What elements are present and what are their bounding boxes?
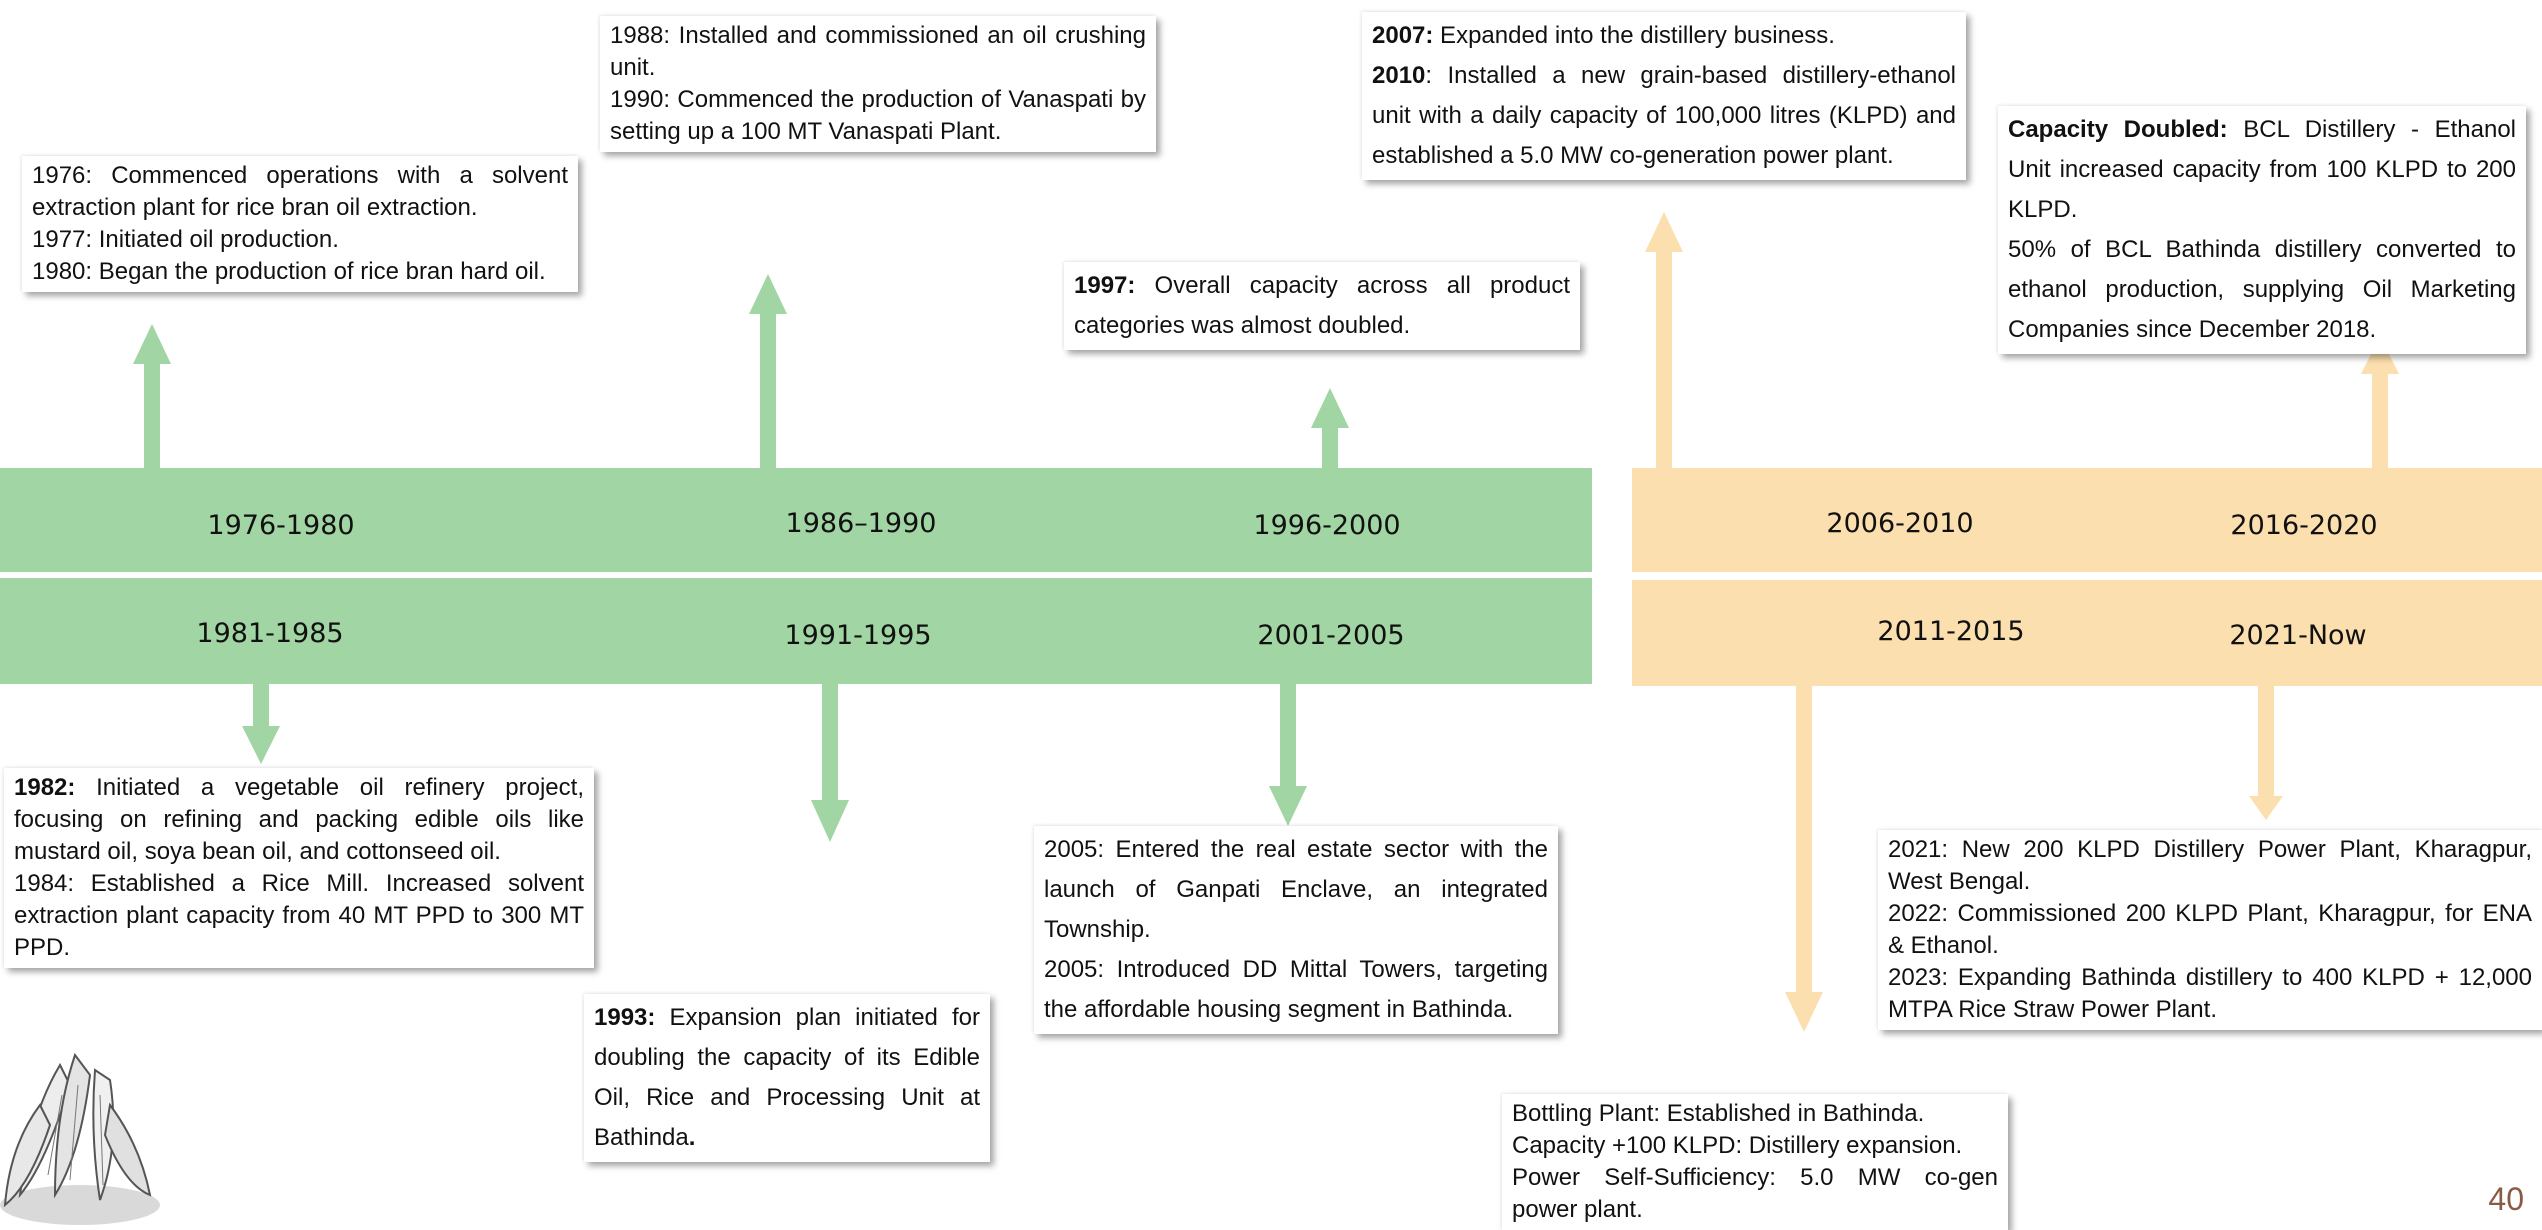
arrow-up-icon xyxy=(1311,388,1349,428)
period-label: 1986–1990 xyxy=(785,508,937,539)
period-label: 1996-2000 xyxy=(1253,510,1401,541)
milestone-text: Power Self-Sufficiency: 5.0 MW co-gen po… xyxy=(1512,1164,1998,1223)
page-number: 40 xyxy=(2488,1181,2524,1217)
arrow-down-icon xyxy=(811,800,849,842)
corn-illustration-icon xyxy=(0,1052,160,1225)
milestone-1976-box: 1976: Commenced operations with a solven… xyxy=(22,156,578,292)
year-label: 1982: xyxy=(14,774,76,801)
year-label: 2005 xyxy=(1044,956,1098,983)
arrow-down-icon xyxy=(1796,686,1812,994)
milestone-1997-box: 1997: Overall capacity across all produc… xyxy=(1064,262,1580,350)
milestone-2011-box: Bottling Plant: Established in Bathinda.… xyxy=(1502,1094,2008,1230)
period-label: 1981-1985 xyxy=(196,618,344,649)
year-label: 1976 xyxy=(32,162,86,189)
milestone-text: BCL Distillery - Ethanol Unit increased … xyxy=(2008,116,2516,223)
milestone-text: Expansion plan initiated for doubling th… xyxy=(594,1004,980,1151)
arrow-down-icon xyxy=(242,726,280,764)
arrow-up-icon xyxy=(133,324,171,364)
period-label: 1976-1980 xyxy=(207,510,355,541)
year-label: 1988 xyxy=(610,22,664,49)
milestone-text: : Entered the real estate sector with th… xyxy=(1044,836,1548,943)
milestone-text: : Introduced DD Mittal Towers, targeting… xyxy=(1044,956,1548,1023)
milestone-text: Capacity +100 KLPD: Distillery expansion… xyxy=(1512,1132,1963,1159)
milestone-text: : Established a Rice Mill. Increased sol… xyxy=(14,870,584,961)
milestone-text: : Expanding Bathinda distillery to 400 K… xyxy=(1888,964,2532,1023)
period-label: 2011-2015 xyxy=(1877,616,2025,647)
arrow-down-icon xyxy=(822,684,838,802)
milestone-text: : Commenced operations with a solvent ex… xyxy=(32,162,568,221)
timeline-band-orange-bottom xyxy=(1632,580,2542,686)
arrow-up-icon xyxy=(144,362,160,468)
period-label: 2001-2005 xyxy=(1257,620,1405,651)
year-label: 1977 xyxy=(32,226,86,253)
milestone-1993-box: 1993: Expansion plan initiated for doubl… xyxy=(584,994,990,1162)
milestone-text: . xyxy=(688,1124,696,1151)
arrow-up-icon xyxy=(760,312,776,468)
milestone-2005-box: 2005: Entered the real estate sector wit… xyxy=(1034,826,1558,1034)
milestone-2016-box: Capacity Doubled: BCL Distillery - Ethan… xyxy=(1998,106,2526,354)
milestone-1988-box: 1988: Installed and commissioned an oil … xyxy=(600,16,1156,152)
arrow-up-icon xyxy=(1645,212,1683,252)
arrow-down-icon xyxy=(2249,796,2283,820)
milestone-text: : Initiated oil production. xyxy=(85,226,339,253)
milestone-text: Bottling Plant: Established in Bathinda. xyxy=(1512,1100,1925,1127)
timeline-band-orange-top xyxy=(1632,468,2542,572)
milestone-1982-box: 1982: Initiated a vegetable oil refinery… xyxy=(4,768,594,968)
milestone-text: Initiated a vegetable oil refinery proje… xyxy=(14,774,584,865)
period-label: 2006-2010 xyxy=(1826,508,1974,539)
year-label: 2021 xyxy=(1888,836,1942,863)
arrow-down-icon xyxy=(1280,684,1296,788)
timeline-band-green-top xyxy=(0,468,1592,572)
year-label: 2022 xyxy=(1888,900,1942,927)
milestone-text: Expanded into the distillery business. xyxy=(1433,22,1835,49)
year-label: 2010 xyxy=(1372,62,1426,89)
arrow-up-icon xyxy=(1322,426,1338,468)
year-label: 1990 xyxy=(610,86,664,113)
milestone-text: : Began the production of rice bran hard… xyxy=(85,258,546,285)
year-label: 2023 xyxy=(1888,964,1942,991)
milestone-text: : New 200 KLPD Distillery Power Plant, K… xyxy=(1888,836,2532,895)
arrow-up-icon xyxy=(749,274,787,314)
year-label: 1997: xyxy=(1074,272,1136,299)
period-label: 1991-1995 xyxy=(784,620,932,651)
year-label: 2005 xyxy=(1044,836,1098,863)
year-label: 1993: xyxy=(594,1004,656,1031)
milestone-text: : Commenced the production of Vanaspati … xyxy=(610,86,1146,145)
milestone-2007-box: 2007: Expanded into the distillery busin… xyxy=(1362,12,1966,180)
period-label: 2016-2020 xyxy=(2230,510,2378,541)
milestone-heading: Capacity Doubled: xyxy=(2008,116,2228,143)
year-label: 1984 xyxy=(14,870,68,897)
arrow-down-icon xyxy=(253,684,269,728)
period-label: 2021-Now xyxy=(2229,620,2367,651)
timeline-band-green-bottom xyxy=(0,578,1592,684)
milestone-text: : Installed and commissioned an oil crus… xyxy=(610,22,1146,81)
arrow-down-icon xyxy=(2258,686,2274,798)
year-label: 2007: xyxy=(1372,22,1434,49)
milestone-2021-box: 2021: New 200 KLPD Distillery Power Plan… xyxy=(1878,830,2542,1030)
milestone-text: 50% of BCL Bathinda distillery converted… xyxy=(2008,236,2516,343)
arrow-down-icon xyxy=(1785,992,1823,1032)
arrow-up-icon xyxy=(1656,248,1672,468)
arrow-up-icon xyxy=(2372,370,2388,468)
arrow-down-icon xyxy=(1269,786,1307,826)
milestone-text: Overall capacity across all product cate… xyxy=(1074,272,1570,339)
year-label: 1980 xyxy=(32,258,86,285)
milestone-text: : Installed a new grain-based distillery… xyxy=(1372,62,1956,169)
milestone-text: : Commissioned 200 KLPD Plant, Kharagpur… xyxy=(1888,900,2532,959)
